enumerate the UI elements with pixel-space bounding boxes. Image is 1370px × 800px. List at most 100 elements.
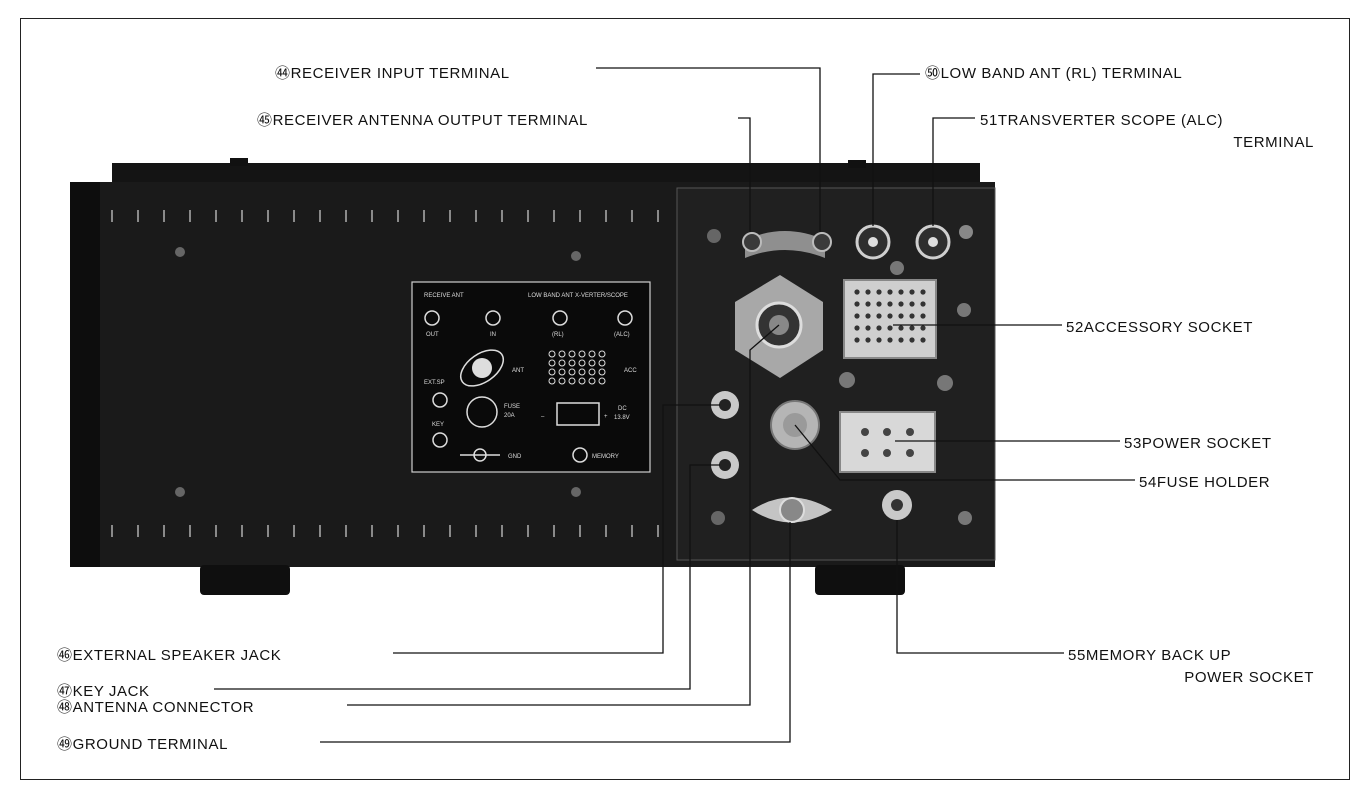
- pin: [887, 301, 893, 307]
- pin: [865, 313, 871, 319]
- pin: [865, 325, 871, 331]
- pin: [578, 359, 586, 367]
- leader-50: [872, 73, 920, 226]
- callout-53-text: POWER SOCKET: [1142, 435, 1272, 452]
- panel-screw: [937, 375, 953, 391]
- pin: [578, 377, 586, 385]
- legend-in: IN: [490, 332, 496, 338]
- callout-52-number: 52: [1066, 319, 1084, 336]
- callout-46-text: EXTERNAL SPEAKER JACK: [73, 647, 282, 664]
- pin: [854, 325, 860, 331]
- pin: [588, 368, 596, 376]
- pin: [876, 325, 882, 331]
- legend-ant-connector: [472, 358, 492, 378]
- callout-49-number: ㊾: [57, 736, 73, 753]
- leader-47: [214, 464, 720, 690]
- panel-screw: [711, 511, 725, 525]
- pin: [558, 377, 566, 385]
- callout-55-label: 55MEMORY BACK UP: [1068, 647, 1231, 664]
- callout-labels: ㊹RECEIVER INPUT TERMINAL ㊺RECEIVER ANTEN…: [57, 65, 1314, 753]
- legend-fuse-rating: 20A: [504, 413, 515, 419]
- callout-50-text: LOW BAND ANT (RL) TERMINAL: [941, 65, 1183, 82]
- legend-key-jack: [432, 432, 448, 448]
- pin: [568, 350, 576, 358]
- panel-screw: [707, 229, 721, 243]
- pin: [909, 325, 915, 331]
- callout-54-text: FUSE HOLDER: [1157, 474, 1270, 491]
- callout-46-number: ㊻: [57, 647, 73, 664]
- callout-54-number: 54: [1139, 474, 1157, 491]
- callout-53-label: 53POWER SOCKET: [1124, 435, 1272, 452]
- legend-acc: ACC: [624, 368, 637, 374]
- pin: [876, 313, 882, 319]
- pin: [865, 337, 871, 343]
- legend-ext-sp: EXT.SP: [424, 380, 445, 386]
- leader-54: [794, 424, 1135, 481]
- legend-minus: –: [541, 414, 545, 420]
- accessory-socket-pins: [854, 289, 926, 343]
- legend-out: OUT: [426, 332, 439, 338]
- pin: [558, 359, 566, 367]
- pin: [876, 301, 882, 307]
- pin: [578, 350, 586, 358]
- callout-55-text: MEMORY BACK UP: [1086, 647, 1231, 664]
- leader-45: [738, 117, 751, 232]
- pin: [865, 289, 871, 295]
- power-socket: [839, 411, 936, 473]
- receiver-input-jack: [812, 232, 832, 252]
- callout-50-label: ㊿LOW BAND ANT (RL) TERMINAL: [925, 65, 1182, 82]
- pin: [898, 337, 904, 343]
- pin: [876, 337, 882, 343]
- legend-receive-ant: RECEIVE ANT: [424, 293, 464, 299]
- callout-45-label: ㊺RECEIVER ANTENNA OUTPUT TERMINAL: [257, 112, 588, 129]
- callout-44-text: RECEIVER INPUT TERMINAL: [291, 65, 510, 82]
- callout-52-text: ACCESSORY SOCKET: [1084, 319, 1253, 336]
- connectors: [175, 224, 973, 525]
- legend-alc-jack: [617, 310, 633, 326]
- cabinet-screw: [571, 251, 581, 261]
- legend-gnd: GND: [508, 454, 522, 460]
- pin: [854, 301, 860, 307]
- pin: [898, 313, 904, 319]
- callout-55-text-line2: POWER SOCKET: [1184, 669, 1314, 686]
- callout-45-number: ㊺: [257, 112, 273, 129]
- callout-49-label: ㊾GROUND TERMINAL: [57, 736, 228, 753]
- callout-47-text: KEY JACK: [73, 683, 150, 700]
- legend-memory: MEMORY: [592, 454, 619, 460]
- panel-screw: [958, 511, 972, 525]
- legend-gnd-terminal: [473, 448, 487, 462]
- leader-46: [393, 404, 720, 654]
- panel-screw: [890, 261, 904, 275]
- leader-49: [320, 522, 791, 743]
- legend-dc: DC: [618, 406, 627, 412]
- panel-screw: [959, 225, 973, 239]
- callout-51-text-line2: TERMINAL: [1233, 134, 1314, 151]
- legend-fuse-holder: [466, 396, 498, 428]
- callout-44-label: ㊹RECEIVER INPUT TERMINAL: [275, 65, 510, 82]
- legend-in-jack: [485, 310, 501, 326]
- legend-fuse: FUSE: [504, 404, 520, 410]
- pin: [578, 368, 586, 376]
- pin: [558, 368, 566, 376]
- legend-alc: (ALC): [614, 332, 630, 338]
- cabinet-screw: [175, 487, 185, 497]
- callout-53-number: 53: [1124, 435, 1142, 452]
- panel-legend-plate: RECEIVE ANT LOW BAND ANT X-VERTER/SCOPE …: [411, 281, 651, 473]
- pin: [548, 377, 556, 385]
- pin: [548, 350, 556, 358]
- panel-screw: [957, 303, 971, 317]
- callout-52-label: 52ACCESSORY SOCKET: [1066, 319, 1253, 336]
- callout-50-number: ㊿: [925, 65, 941, 82]
- pin: [598, 368, 606, 376]
- pin: [588, 377, 596, 385]
- legend-ant-outline: [460, 349, 504, 387]
- pin: [548, 359, 556, 367]
- callout-51-number: 51: [980, 112, 998, 129]
- callout-44-number: ㊹: [275, 65, 291, 82]
- pin: [854, 289, 860, 295]
- pin: [887, 325, 893, 331]
- leader-55: [896, 520, 1064, 654]
- pin: [898, 325, 904, 331]
- legend-dc-voltage: 13.8V: [614, 415, 630, 421]
- pin: [865, 301, 871, 307]
